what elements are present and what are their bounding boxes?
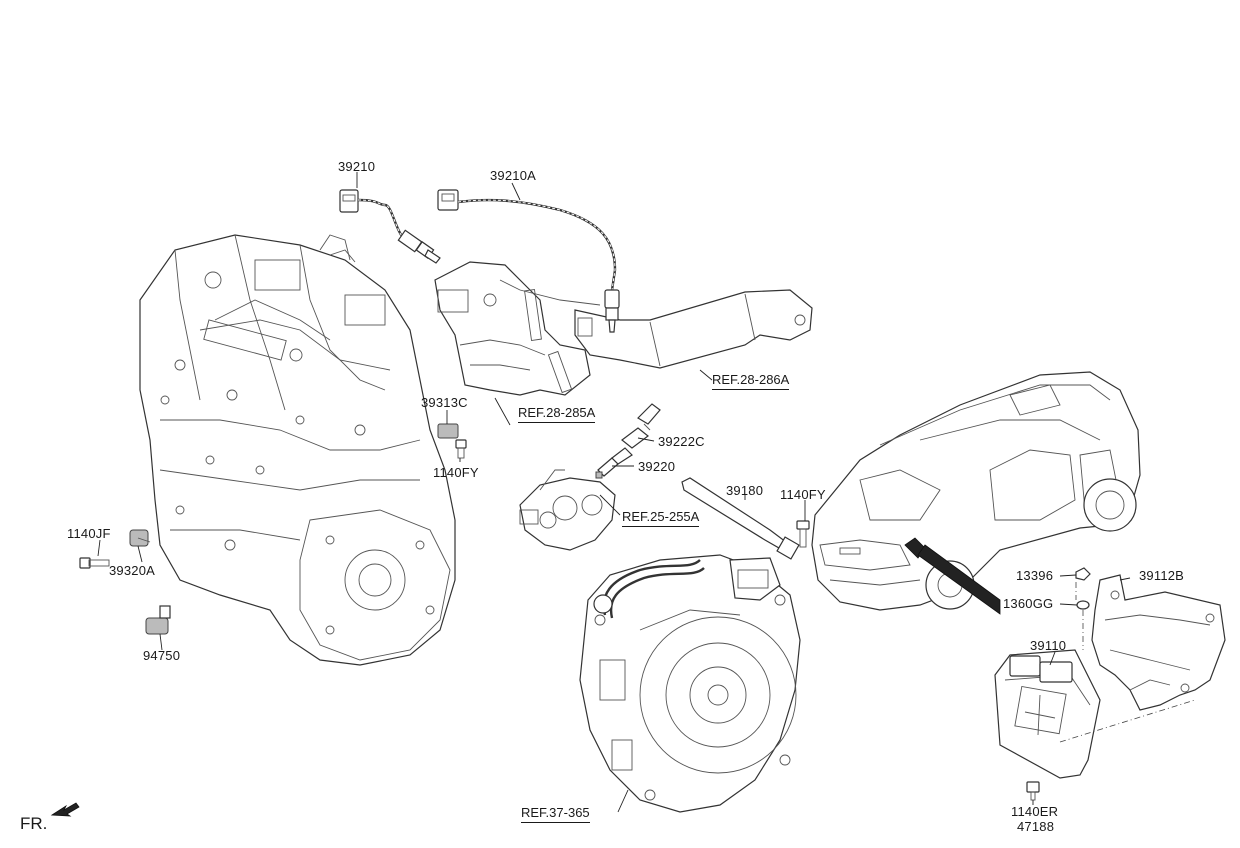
leader-lines [97,172,1196,813]
part-label-39210[interactable]: 39210 [338,159,376,174]
ref-label-25-255A[interactable]: REF.25-255A [622,510,700,527]
sensor-94750[interactable] [145,605,171,635]
vehicle-illustration [811,371,1141,615]
ref-label-28-286A[interactable]: REF.28-286A [712,373,790,390]
electric-motor-housing[interactable] [579,554,801,813]
sensor-connector-39222C[interactable] [621,403,661,449]
part-label-39313C[interactable]: 39313C [421,395,468,410]
knock-sensor-39320A[interactable] [129,529,151,547]
nut-13396[interactable] [1075,567,1091,581]
part-label-1140ER[interactable]: 1140ER [1011,804,1059,819]
part-label-1140JF[interactable]: 1140JF [67,526,111,541]
ref-label-37-365[interactable]: REF.37-365 [521,806,590,823]
washer-1360GG[interactable] [1076,600,1090,610]
bolt-1140ER[interactable] [1026,781,1040,801]
part-label-39112B[interactable]: 39112B [1139,568,1185,583]
part-label-39320A[interactable]: 39320A [109,563,156,578]
ecu-module-39110[interactable] [994,649,1101,779]
egr-valve-housing[interactable] [519,469,616,551]
part-label-39180[interactable]: 39180 [726,483,764,498]
ref-label-28-285A[interactable]: REF.28-285A [518,406,596,423]
front-direction-label: FR. [20,814,48,833]
exhaust-manifold[interactable] [434,261,601,396]
part-label-39220[interactable]: 39220 [638,459,676,474]
part-label-39110[interactable]: 39110 [1030,638,1067,653]
exhaust-pipe[interactable] [574,289,813,369]
part-label-39210A[interactable]: 39210A [490,168,537,183]
oxygen-sensor-39210A[interactable] [437,189,620,333]
map-sensor-39220[interactable] [595,447,633,479]
part-label-47188[interactable]: 47188 [1017,819,1055,834]
bolt-1140FY-b[interactable] [796,520,810,548]
arrow-icon [50,802,80,817]
engine-block[interactable] [139,234,456,666]
part-label-39222C[interactable]: 39222C [658,434,705,449]
sensor-39180[interactable] [681,477,800,560]
cam-position-sensor-39313C[interactable] [437,423,459,439]
part-label-94750[interactable]: 94750 [143,648,181,663]
ecu-bracket-39112B[interactable] [1091,574,1226,711]
oxygen-sensor-39210[interactable] [339,189,441,264]
bolt-1140FY-a[interactable] [455,439,467,459]
bolt-1140JF[interactable] [79,557,110,569]
part-label-1360GG[interactable]: 1360GG [1003,596,1054,611]
motor-cable-harness[interactable] [593,559,705,619]
part-label-1140FY-b[interactable]: 1140FY [780,487,826,502]
part-label-13396[interactable]: 13396 [1016,568,1054,583]
part-label-1140FY-a[interactable]: 1140FY [433,465,479,480]
